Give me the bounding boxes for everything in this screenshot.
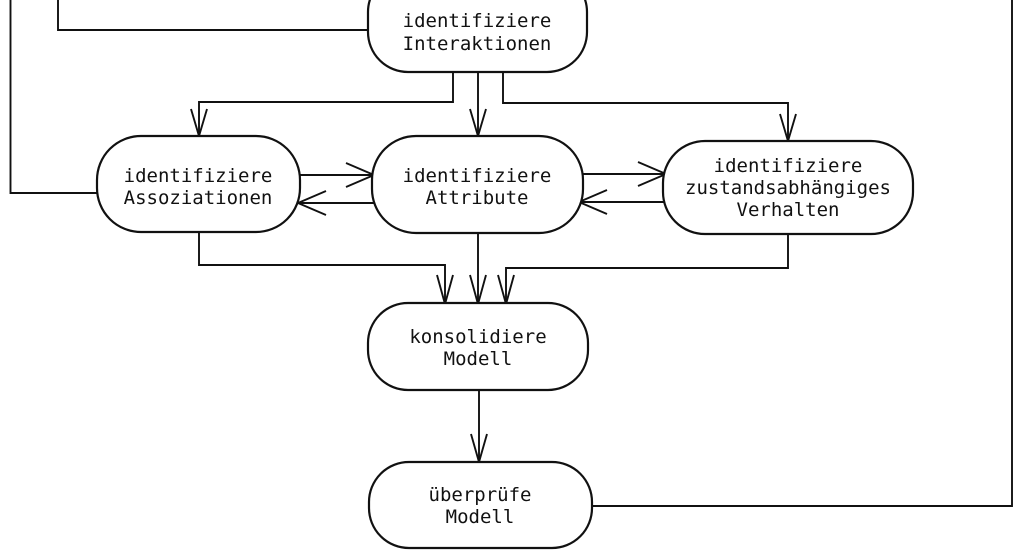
node-label-line: Verhalten xyxy=(737,199,840,221)
node-label-line: Attribute xyxy=(426,187,529,209)
node-label-line: identifiziere xyxy=(714,155,863,177)
node-shape-ueberpruefe xyxy=(367,460,594,550)
node-label-line: überprüfe xyxy=(429,484,532,506)
node-shape-interaktionen xyxy=(366,0,589,74)
node-label-line: Modell xyxy=(444,348,513,370)
node-identifiziere-zustandsabhaengiges-verhalten: identifiziere zustandsabhängiges Verhalt… xyxy=(661,139,915,236)
node-label-line: identifiziere xyxy=(403,165,552,187)
edge-offtop-to-interaktionen xyxy=(57,0,369,31)
edge-verhalten-konsolidiere xyxy=(505,234,789,303)
edge-interaktionen-verhalten xyxy=(502,72,789,140)
node-label-line: Modell xyxy=(446,506,515,528)
node-shape-verhalten xyxy=(661,139,915,236)
node-identifiziere-assoziationen: identifiziere Assoziationen xyxy=(95,134,302,234)
edge-assoziationen-konsolidiere xyxy=(198,232,446,303)
edge-ueberpruefe-to-offtop-right xyxy=(590,0,1013,507)
node-label-line: Interaktionen xyxy=(403,33,552,55)
edge-offtop-to-assoziationen xyxy=(9,0,99,194)
edge-interaktionen-assoziationen xyxy=(198,72,454,135)
node-shape-attribute xyxy=(370,134,585,235)
node-identifiziere-attribute: identifiziere Attribute xyxy=(370,134,585,235)
node-identifiziere-interaktionen: identifiziere Interaktionen xyxy=(366,0,589,74)
node-shape-assoziationen xyxy=(95,134,302,234)
node-label-line: zustandsabhängiges xyxy=(685,177,891,199)
node-label-line: identifiziere xyxy=(124,165,273,187)
node-shape-konsolidiere xyxy=(366,301,590,392)
node-label-line: konsolidiere xyxy=(409,326,546,348)
node-label-line: Assoziationen xyxy=(124,187,273,209)
node-konsolidiere-modell: konsolidiere Modell xyxy=(366,301,590,392)
node-ueberpruefe-modell: überprüfe Modell xyxy=(367,460,594,550)
node-label-line: identifiziere xyxy=(403,10,552,32)
